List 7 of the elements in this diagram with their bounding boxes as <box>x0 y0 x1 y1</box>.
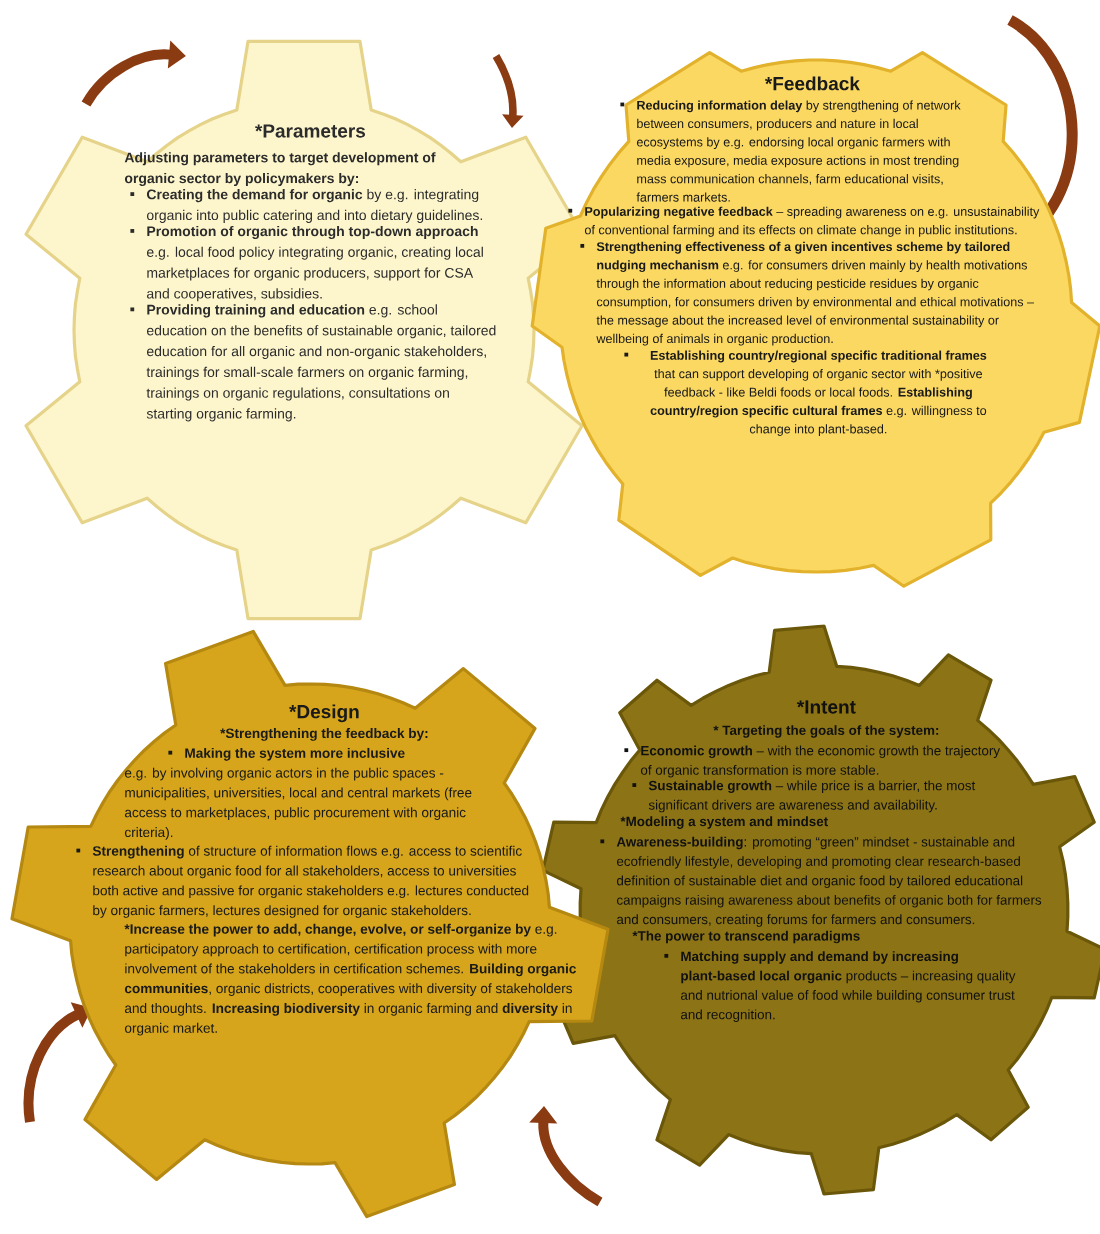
gear-title: *Design <box>289 704 359 723</box>
gear-title: *Parameters <box>255 124 366 138</box>
gear-shape <box>24 39 584 621</box>
gear-title: *Intent <box>796 700 856 714</box>
gear-shape <box>10 629 610 1219</box>
gear-title: *Feedback <box>764 76 860 91</box>
gear-shape <box>530 51 1100 588</box>
